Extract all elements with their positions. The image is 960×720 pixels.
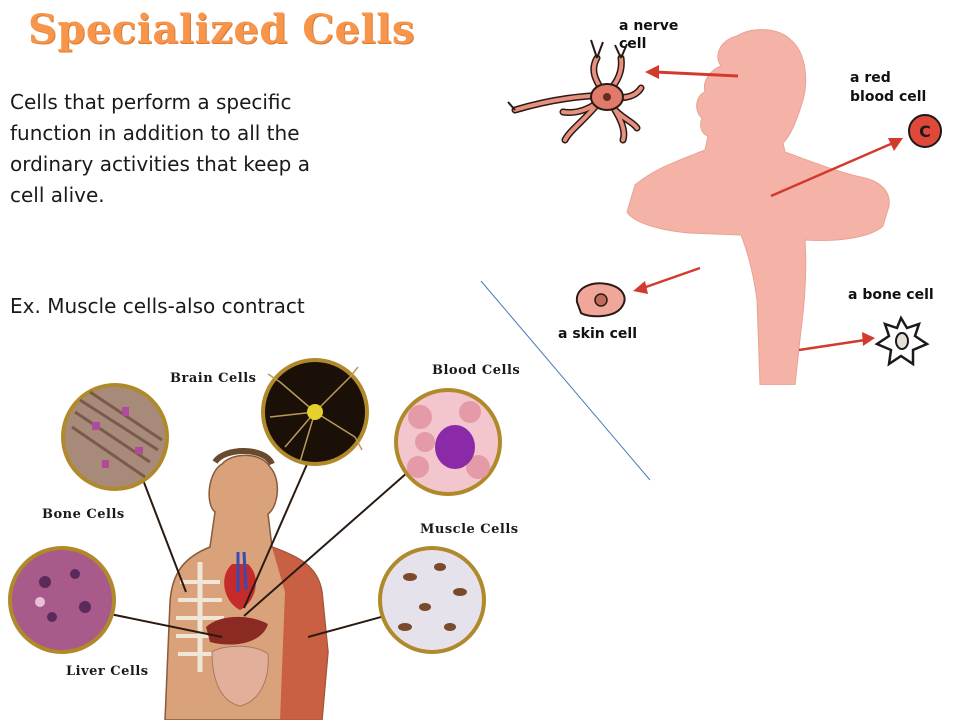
bone-cell-label: a bone cell (848, 287, 934, 303)
definition-text: Cells that perform a specific function i… (10, 90, 310, 207)
brain-cells-circle (261, 358, 369, 466)
red-blood-cell-letter: C (919, 122, 931, 141)
skin-cell-label: a skin cell (558, 326, 637, 342)
nerve-cell-label-line2: cell (619, 36, 646, 52)
example-text: Ex. Muscle cells-also contract (10, 294, 305, 318)
liver-cells-label: Liver Cells (66, 664, 149, 679)
arrow-to-skin-cell (633, 266, 701, 294)
human-cells-diagram: a nerve cell a red blood cell C a skin c… (507, 18, 942, 385)
blood-cells-circle (394, 388, 502, 496)
muscle-cells-label: Muscle Cells (420, 522, 519, 537)
brain-cells-label: Brain Cells (170, 371, 257, 386)
bone-cells-label: Bone Cells (42, 507, 125, 522)
red-blood-cell-label-line2: blood cell (850, 89, 926, 105)
bone-cells-circle (61, 383, 169, 491)
arrow-to-bone-cell (798, 332, 875, 352)
cell-types-figure: Brain Cells Blood Cells Bone Cells Muscl… (8, 358, 520, 720)
liver-cells-circle (8, 546, 116, 654)
bone-cell-icon (874, 315, 930, 367)
red-blood-cell-label-line1: a red (850, 70, 891, 86)
skin-cell-icon (575, 282, 626, 318)
red-blood-cell-icon: C (908, 114, 942, 148)
arrow-to-nerve (645, 65, 739, 79)
nerve-cell-icon (507, 39, 645, 144)
muscle-cells-circle (378, 546, 486, 654)
arrow-to-red-blood-cell (770, 138, 903, 198)
human-silhouette (626, 29, 890, 385)
torso-illustration (164, 448, 329, 720)
slide-title: Specialized Cells (28, 6, 415, 53)
blood-cells-label: Blood Cells (432, 363, 520, 378)
nerve-cell-label-line1: a nerve (619, 18, 678, 34)
